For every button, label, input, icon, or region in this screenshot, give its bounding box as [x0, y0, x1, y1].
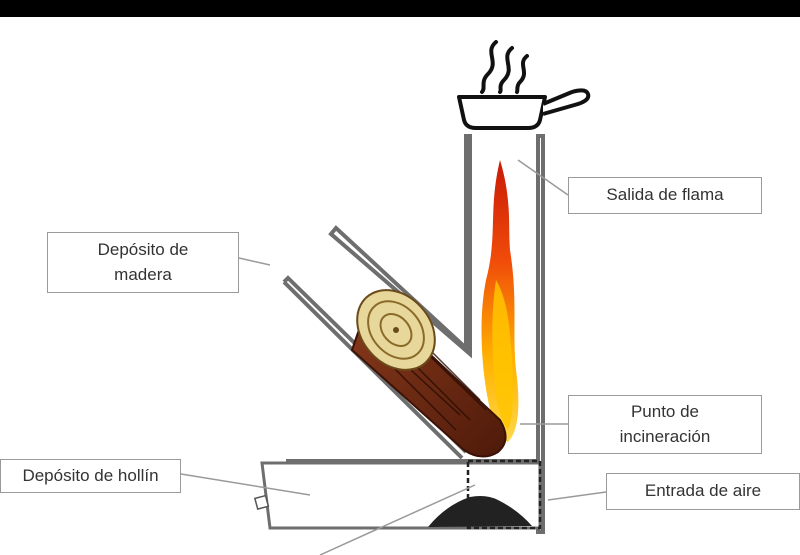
steam-icon [480, 40, 529, 94]
label-soot-deposit-text: Depósito de hollín [22, 465, 159, 485]
label-incineration-point: Punto de incineración [568, 395, 762, 454]
leader-lines [180, 159, 607, 555]
label-wood-deposit-text: Depósito de madera [97, 239, 189, 284]
label-air-inlet: Entrada de aire [606, 473, 800, 510]
log-icon [350, 289, 507, 458]
top-black-bar [0, 0, 800, 17]
frying-pan-icon [457, 88, 591, 130]
label-soot-deposit: Depósito de hollín [0, 459, 181, 493]
flame-icon [481, 160, 519, 442]
label-flame-exit-text: Salida de flama [606, 185, 724, 205]
label-flame-exit: Salida de flama [568, 177, 762, 214]
label-incineration-point-text: Punto de incineración [619, 401, 711, 446]
label-air-inlet-text: Entrada de aire [644, 481, 762, 501]
label-wood-deposit: Depósito de madera [47, 232, 239, 293]
tray-handle [253, 494, 270, 511]
ash-pile-icon [428, 496, 532, 527]
